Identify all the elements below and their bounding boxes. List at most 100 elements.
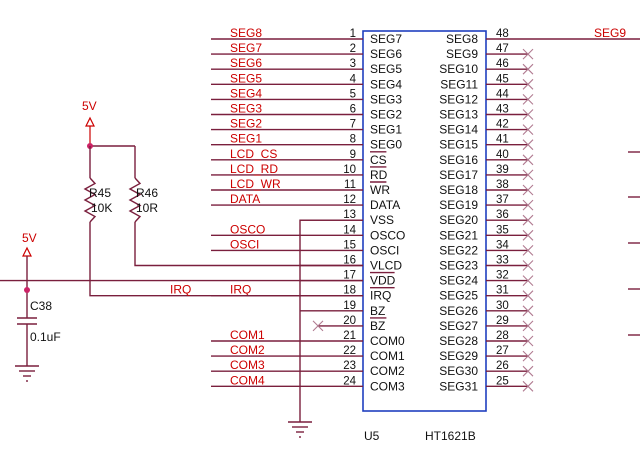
pin-number: 21	[343, 330, 356, 342]
irq-net-label: IRQ	[170, 283, 191, 297]
pin-name: SEG17	[439, 168, 478, 182]
vss-wire	[299, 219, 363, 422]
net-label: SEG6	[230, 56, 262, 70]
no-connect-marker	[522, 94, 534, 105]
pin-number: 44	[496, 88, 509, 100]
pin-name: SEG6	[370, 47, 402, 61]
net-label: COM1	[230, 328, 265, 342]
net-label: DATA	[230, 192, 260, 206]
pin-number: 42	[496, 119, 509, 131]
pin-number: 47	[496, 43, 509, 55]
resistor-ref: R45	[89, 186, 111, 200]
power-arrow	[85, 116, 95, 127]
pin-name: SEG3	[370, 92, 402, 106]
pin-name: SEG5	[370, 62, 402, 76]
pin-name: SEG30	[439, 364, 478, 378]
net-label: SEG8	[230, 26, 262, 40]
no-connect-stroke	[522, 154, 534, 166]
pin-number: 3	[350, 58, 356, 70]
pin-name: IRQ	[370, 289, 391, 303]
net-label: SEG1	[230, 132, 262, 146]
no-connect-marker	[522, 350, 534, 362]
pin-name: SEG8	[446, 32, 478, 46]
pin-number: 10	[343, 164, 356, 176]
no-connect-marker	[522, 139, 534, 151]
pin-name: OSCO	[370, 228, 405, 242]
pin-number: 22	[343, 345, 356, 357]
no-connect-marker	[522, 365, 534, 377]
pin-name: SEG19	[439, 198, 478, 212]
pin-name: VDD	[370, 274, 396, 288]
no-connect-stroke	[522, 124, 534, 135]
power-arrow	[22, 246, 32, 257]
net-label: COM2	[230, 343, 265, 357]
pin-name: SEG22	[439, 243, 478, 257]
pin-number: 34	[496, 239, 509, 251]
no-connect-marker	[522, 380, 534, 392]
vlcd-wire	[134, 222, 363, 267]
pin-number: 17	[343, 270, 356, 282]
pin-name: SEG1	[370, 123, 402, 137]
pin-number: 4	[350, 73, 357, 85]
irq-wire	[89, 222, 363, 297]
no-connect-stroke	[522, 305, 534, 317]
no-connect-stroke	[522, 229, 534, 241]
no-connect-marker	[522, 320, 534, 332]
pin-name: WR	[370, 183, 390, 197]
no-connect-marker	[522, 154, 534, 166]
net-label: LCD_WR	[230, 177, 281, 191]
pin-name: SEG9	[446, 47, 478, 61]
pin-number: 48	[496, 28, 509, 40]
no-connect-marker	[522, 229, 534, 241]
pin-number: 16	[343, 255, 356, 267]
pin-number: 33	[496, 255, 509, 267]
pin-name: COM3	[370, 379, 405, 393]
pin-name: SEG13	[439, 108, 478, 122]
pin-number: 39	[496, 164, 509, 176]
no-connect-stroke	[522, 260, 534, 271]
pin-name: SEG10	[439, 62, 478, 76]
no-connect-stroke	[522, 199, 534, 211]
power-label: 5V	[82, 99, 97, 113]
pin-name: CS	[370, 153, 387, 167]
pin-number: 30	[496, 300, 509, 312]
pin-number: 26	[496, 360, 509, 372]
pin-number: 40	[496, 149, 509, 161]
no-connect-marker	[522, 109, 534, 120]
net-label: OSCO	[230, 222, 265, 236]
pin-number: 23	[343, 360, 356, 372]
no-connect-stroke	[522, 290, 534, 302]
pin-number: 14	[343, 224, 356, 236]
no-connect-stroke	[522, 365, 534, 377]
no-connect-marker	[522, 260, 534, 271]
pin-number: 2	[350, 43, 356, 55]
pin-name: OSCI	[370, 243, 399, 257]
pin-number: 15	[343, 239, 356, 251]
no-connect-stroke	[522, 350, 534, 362]
no-connect-stroke	[522, 335, 534, 347]
no-connect-stroke	[522, 78, 534, 90]
no-connect-stroke	[522, 109, 534, 120]
junction-dot	[24, 287, 30, 293]
no-connect-marker	[522, 48, 534, 60]
pin-number: 45	[496, 73, 509, 85]
pin-name: RD	[370, 168, 388, 182]
pin-number: 25	[496, 375, 509, 387]
pin-number: 6	[350, 104, 356, 116]
net-label: COM3	[230, 358, 265, 372]
no-connect-marker	[522, 335, 534, 347]
pin-name: COM2	[370, 364, 405, 378]
pin-number: 27	[496, 345, 509, 357]
no-connect-stroke	[522, 380, 534, 392]
no-connect-stroke	[522, 48, 534, 60]
pin-name: BZ	[370, 319, 385, 333]
no-connect-stroke	[522, 169, 534, 181]
pin-name: DATA	[370, 198, 400, 212]
pin-name: SEG4	[370, 77, 402, 91]
pin-number: 18	[343, 285, 356, 297]
pin-name: SEG18	[439, 183, 478, 197]
pin-name: SEG20	[439, 213, 478, 227]
pin-number: 35	[496, 224, 509, 236]
